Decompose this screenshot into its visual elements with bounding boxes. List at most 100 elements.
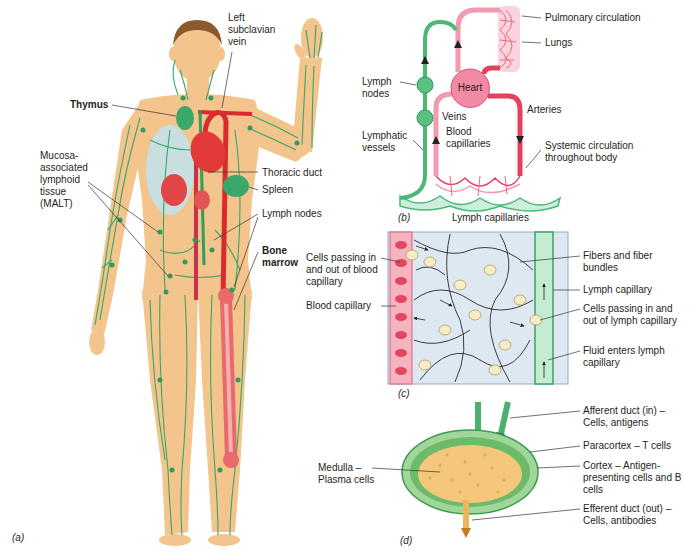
- circulation-diagram: [417, 110, 433, 126]
- lymph-vessel-network: [314, 25, 316, 58]
- tissue-section: [454, 280, 466, 290]
- leader-lines: [249, 187, 258, 190]
- tissue-section: [395, 259, 407, 267]
- leader-lines: [208, 172, 258, 173]
- body-figure: [217, 47, 225, 61]
- tissue-section: [499, 340, 511, 350]
- organs: [194, 190, 210, 210]
- lymph-node-section: [402, 430, 538, 514]
- callout-label: Efferent duct (out) – Cells, antibodies: [583, 503, 683, 527]
- label-slot: (a): [12, 532, 24, 544]
- callout-label: Lymphatic vessels: [362, 130, 412, 154]
- circulation-diagram: [436, 176, 520, 186]
- circulation-diagram: [400, 196, 560, 211]
- tissue-section: [544, 284, 545, 300]
- circulation-diagram: [498, 6, 520, 72]
- lymph-vessel-network: [160, 295, 172, 535]
- leader-lines: [234, 252, 258, 310]
- tissue-section: [484, 265, 496, 275]
- organs: [198, 112, 252, 114]
- tissue-section: [395, 277, 407, 285]
- circulation-diagram: [450, 176, 507, 196]
- lymph-node-dots: [236, 378, 241, 383]
- organs: [226, 300, 231, 456]
- tissue-section: [395, 349, 407, 357]
- callout-label: (a): [12, 532, 24, 544]
- lymph-vessel-network: [235, 130, 240, 290]
- organs: [226, 298, 231, 458]
- label-slot: Blood capillaries: [446, 126, 504, 150]
- callout-label: (c): [398, 388, 410, 400]
- tissue-section: [419, 360, 431, 370]
- label-slot: Lymph capillaries: [452, 212, 529, 224]
- callout-label: Paracortex – T cells: [583, 440, 671, 452]
- lymph-node-section: [418, 445, 522, 503]
- label-slot: Pulmonary circulation: [545, 12, 641, 24]
- lymph-node-section: [477, 484, 480, 487]
- callout-label: Fibers and fiber bundles: [583, 250, 683, 274]
- tissue-section: [416, 246, 428, 250]
- label-slot: Afferent duct (in) – Cells, antigens: [583, 405, 683, 429]
- circulation-diagram: [484, 68, 500, 74]
- lymph-vessel-network: [302, 65, 306, 145]
- lymph-node-section: [459, 491, 462, 494]
- tissue-section: [414, 246, 544, 378]
- leader-lines: [548, 351, 580, 360]
- lymph-node-dots: [230, 288, 235, 293]
- tissue-section: [388, 232, 568, 384]
- lymph-node-dots: [183, 260, 188, 265]
- lymph-node-section: [503, 479, 506, 482]
- leader-lines: [520, 256, 580, 262]
- lymph-vessel-network: [150, 300, 165, 460]
- label-slot: Fluid enters lymph capillary: [583, 345, 683, 369]
- leader-lines: [88, 16, 580, 520]
- label-slot: (c): [398, 388, 410, 400]
- lymph-vessel-network: [248, 128, 296, 150]
- lymph-node-section: [500, 402, 508, 438]
- lymph-node-section: [497, 491, 500, 494]
- tissue-section: [490, 234, 510, 382]
- label-slot: Fibers and fiber bundles: [583, 250, 683, 274]
- body-figure: [91, 106, 142, 335]
- label-slot: Cells passing in and out of blood capill…: [306, 252, 378, 288]
- lymph-node-dots: [181, 96, 186, 101]
- tissue-section: [420, 340, 530, 380]
- tissue-section: [395, 241, 407, 249]
- lymph-node-section: [484, 454, 487, 457]
- leader-lines: [222, 52, 232, 108]
- lymph-vessel-network: [306, 30, 310, 58]
- organs: [176, 106, 194, 130]
- hair: [173, 20, 222, 45]
- body-figure: [89, 329, 105, 355]
- callout-label: (d): [400, 535, 412, 547]
- callout-label: Medulla – Plasma cells: [318, 462, 378, 486]
- lymph-vessel-network: [211, 295, 218, 535]
- leader-lines: [553, 290, 580, 291]
- tissue-section: [544, 362, 545, 378]
- lymph-vessel-network: [180, 70, 188, 100]
- label-slot: Cells passing in and out of lymph capill…: [583, 303, 683, 327]
- tissue-section: [510, 322, 524, 326]
- lymph-node-dots: [209, 96, 214, 101]
- tissue-section: [388, 232, 568, 384]
- leader-lines: [537, 466, 580, 468]
- circulation-diagram: [488, 96, 520, 176]
- callout-label: Lymph capillaries: [452, 212, 529, 224]
- leader-lines: [530, 446, 580, 452]
- organs: [185, 126, 231, 177]
- leader-lines: [112, 105, 176, 116]
- label-slot: Lymph nodes: [262, 208, 322, 220]
- label-slot: Bone marrow: [262, 245, 307, 269]
- lymph-vessel-network: [250, 115, 298, 138]
- lymph-node-dots: [164, 290, 169, 295]
- node-text: Heart: [458, 82, 482, 94]
- body-figure: [159, 534, 191, 546]
- label-slot: Efferent duct (out) – Cells, antibodies: [583, 503, 683, 527]
- label-slot: (b): [398, 212, 410, 224]
- callout-label: Cortex – Antigen-presenting cells and B …: [583, 460, 683, 496]
- lymph-vessel-network: [150, 140, 190, 150]
- tissue-section: [414, 318, 425, 320]
- callout-label: Lymph capillary: [583, 284, 652, 296]
- circulation-diagram: [400, 22, 456, 198]
